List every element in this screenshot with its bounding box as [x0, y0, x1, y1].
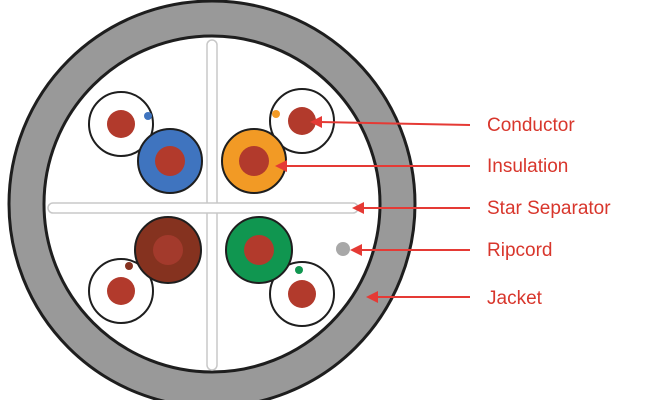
star-separator [47, 39, 359, 371]
label-jacket: Jacket [487, 288, 543, 309]
conductor-bottom-right [288, 280, 316, 308]
label-star-separator: Star Separator [487, 198, 611, 219]
callout-ripcord [350, 244, 470, 256]
conductor-brown [153, 235, 183, 265]
conductor-bottom-left [107, 277, 135, 305]
pair-green [225, 216, 293, 284]
conductor-top-right [288, 107, 316, 135]
callout-insulation [275, 160, 470, 172]
conductor-green [244, 235, 274, 265]
conductor-blue [155, 146, 185, 176]
stripe-dot-orange [272, 110, 280, 118]
pair-small-bottom-left [88, 258, 154, 324]
pair-small-bottom-right [269, 261, 335, 327]
label-insulation: Insulation [487, 156, 568, 177]
pair-brown [134, 216, 202, 284]
conductor-orange [239, 146, 269, 176]
conductor-top-left [107, 110, 135, 138]
callout-conductor [310, 116, 471, 128]
callout-star-separator [352, 202, 470, 214]
stripe-dot-brown [125, 262, 133, 270]
callout-jacket [366, 291, 470, 303]
pair-blue [137, 128, 203, 194]
star-separator-horizontal [47, 202, 359, 214]
pair-orange [221, 128, 287, 194]
pair-small-top-left [88, 91, 154, 157]
label-ripcord: Ripcord [487, 240, 552, 261]
callout-lines [275, 116, 471, 303]
label-conductor: Conductor [487, 115, 575, 136]
stripe-dot-green [295, 266, 303, 274]
pair-small-top-right [269, 88, 335, 154]
labels: Conductor Insulation Star Separator Ripc… [487, 115, 611, 309]
ripcord [336, 242, 350, 256]
stripe-dot-blue [144, 112, 152, 120]
